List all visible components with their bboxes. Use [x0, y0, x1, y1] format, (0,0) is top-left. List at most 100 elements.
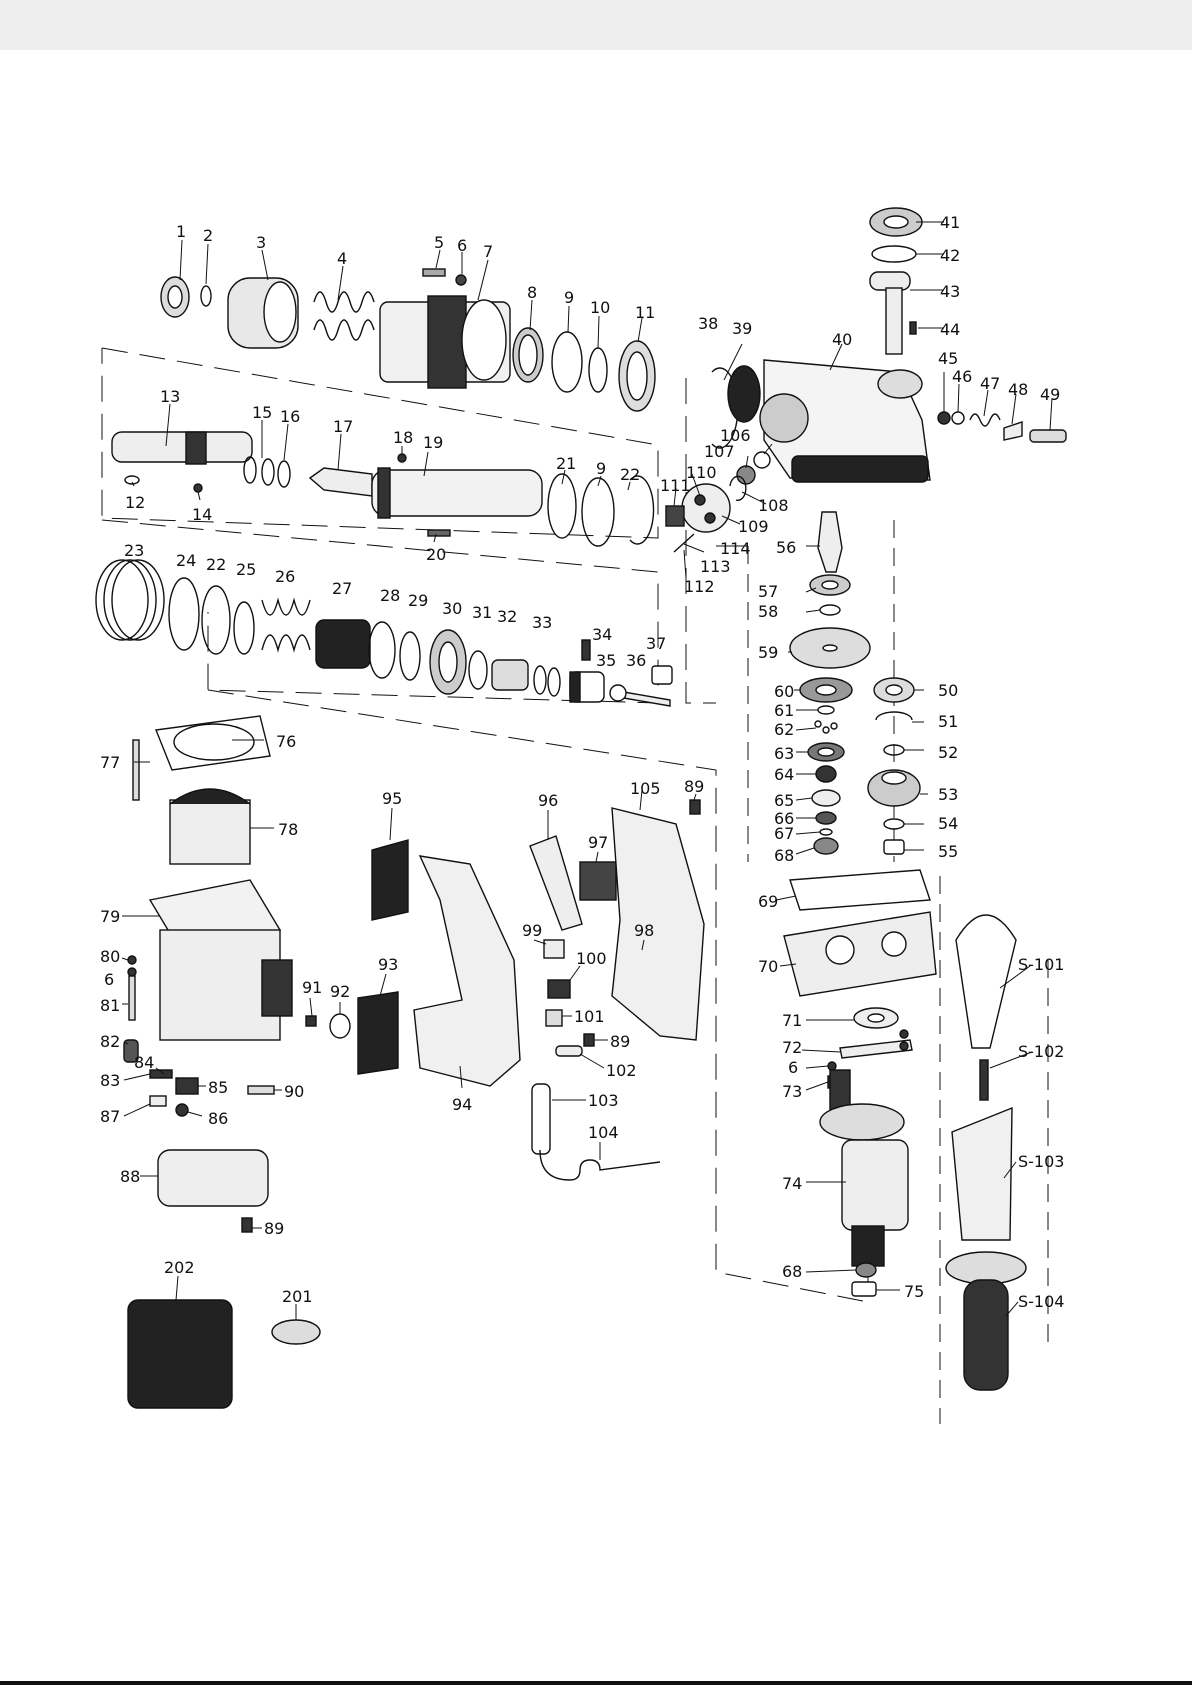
drawing-54	[883, 818, 905, 830]
part-label-19: 19	[423, 433, 443, 452]
drawing-27	[315, 619, 371, 669]
drawing-80	[127, 955, 137, 965]
part-labels: 1 2 3 4 5 6 7 8 9 10 11 13 15 16 17 18 1…	[100, 213, 1064, 1311]
drawing-42	[871, 245, 917, 263]
part-label-9b: 9	[596, 459, 606, 478]
part-label-52: 52	[938, 743, 958, 762]
drawing-108	[729, 475, 747, 502]
drawing-102	[555, 1045, 583, 1057]
drawing-55	[883, 839, 905, 855]
drawing-6c	[827, 1061, 837, 1071]
drawing-9a	[551, 331, 583, 393]
drawing-106	[753, 451, 771, 469]
part-label-92: 92	[330, 982, 350, 1001]
drawing-95	[371, 839, 409, 921]
part-label-98: 98	[634, 921, 654, 940]
leader-lines	[121, 221, 1053, 1320]
drawing-6a	[455, 274, 467, 286]
drawing-59	[789, 627, 871, 669]
drawing-3	[227, 277, 299, 349]
drawing-100	[547, 979, 571, 999]
drawing-30	[429, 629, 467, 695]
part-label-25: 25	[236, 560, 256, 579]
part-label-58: 58	[758, 602, 778, 621]
drawing-65	[811, 789, 841, 807]
part-label-7: 7	[483, 242, 493, 261]
drawing-51	[875, 711, 913, 721]
part-label-45: 45	[938, 349, 958, 368]
part-label-78: 78	[278, 820, 298, 839]
part-label-76: 76	[276, 732, 296, 751]
part-label-105: 105	[630, 779, 661, 798]
part-label-23: 23	[124, 541, 144, 560]
drawing-56	[817, 511, 843, 573]
part-label-16: 16	[280, 407, 300, 426]
drawing-11	[618, 340, 656, 412]
part-label-201: 201	[282, 1287, 313, 1306]
drawing-37	[651, 665, 673, 685]
part-label-17: 17	[333, 417, 353, 436]
drawing-5	[422, 268, 446, 277]
drawing-22a	[629, 475, 655, 545]
drawing-91	[305, 1015, 317, 1027]
part-label-49: 49	[1040, 385, 1060, 404]
drawing-33	[533, 665, 561, 697]
part-label-85: 85	[208, 1078, 228, 1097]
part-label-112: 112	[684, 577, 715, 596]
drawing-39	[727, 365, 761, 423]
drawing-23	[95, 559, 165, 641]
part-label-91: 91	[302, 978, 322, 997]
part-label-72: 72	[782, 1038, 802, 1057]
part-label-33: 33	[532, 613, 552, 632]
part-label-89c: 89	[684, 777, 704, 796]
drawing-90	[247, 1085, 275, 1095]
drawing-112-113	[673, 533, 695, 553]
part-label-90: 90	[284, 1082, 304, 1101]
part-label-65: 65	[774, 791, 794, 810]
part-label-53: 53	[938, 785, 958, 804]
drawing-107	[736, 465, 756, 485]
drawing-10	[588, 347, 608, 393]
drawing-78	[169, 788, 251, 865]
part-label-6: 6	[457, 236, 467, 255]
part-label-88: 88	[120, 1167, 140, 1186]
drawing-35	[569, 671, 605, 703]
part-label-21: 21	[556, 454, 576, 473]
part-label-38: 38	[698, 314, 718, 333]
drawing-48	[1003, 421, 1023, 441]
drawing-21	[547, 473, 577, 539]
part-label-86: 86	[208, 1109, 228, 1128]
drawing-62	[814, 720, 838, 734]
part-label-11: 11	[635, 303, 655, 322]
drawing-12	[124, 475, 140, 485]
drawing-34	[581, 639, 591, 661]
drawing-43	[869, 271, 911, 355]
drawing-28	[368, 621, 396, 679]
drawing-201	[271, 1319, 321, 1345]
part-label-51: 51	[938, 712, 958, 731]
part-label-74: 74	[782, 1174, 802, 1193]
part-label-89a: 89	[264, 1219, 284, 1238]
part-label-63: 63	[774, 744, 794, 763]
drawing-72	[839, 1029, 913, 1059]
part-label-64: 64	[774, 765, 794, 784]
part-label-79: 79	[100, 907, 120, 926]
drawing-17	[308, 467, 373, 497]
drawing-94	[413, 855, 521, 1087]
drawing-S-103	[951, 1106, 1013, 1241]
part-label-9: 9	[564, 288, 574, 307]
drawing-63	[807, 742, 845, 762]
drawing-8	[512, 327, 544, 383]
part-label-4: 4	[337, 249, 347, 268]
drawing-19	[371, 467, 543, 519]
drawing-20	[427, 529, 451, 537]
part-label-42: 42	[940, 246, 960, 265]
part-label-10: 10	[590, 298, 610, 317]
part-label-84: 84	[134, 1053, 154, 1072]
part-label-S-101: S-101	[1018, 955, 1064, 974]
drawing-89c	[689, 799, 701, 815]
drawing-47	[969, 413, 1001, 427]
part-label-106: 106	[720, 426, 751, 445]
drawing-32	[491, 659, 529, 691]
drawing-29	[399, 631, 421, 681]
